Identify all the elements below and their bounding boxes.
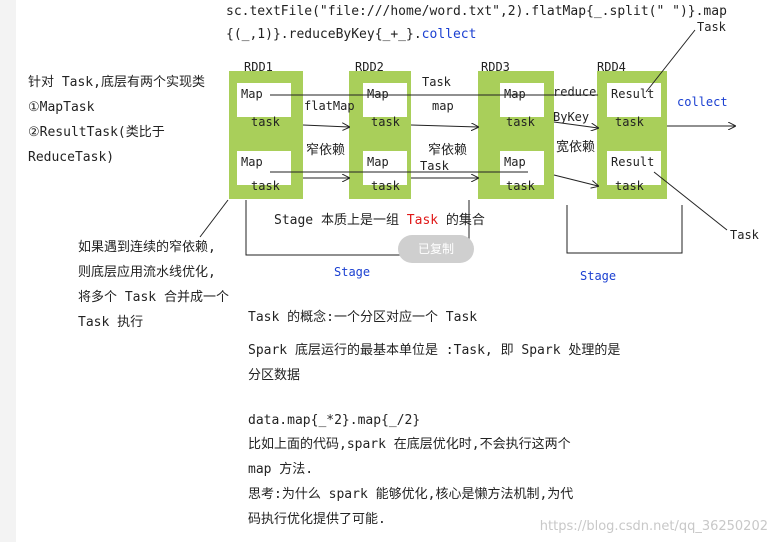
pointer-pipeline-note: [199, 199, 229, 238]
stage-note: Stage 本质上是一组 Task 的集合: [274, 213, 485, 229]
task-sub: task: [371, 115, 400, 129]
edge-reduce-2: ByKey: [553, 110, 590, 124]
left-gutter: [0, 0, 16, 542]
rdd1-block: Map task Map task: [229, 71, 303, 199]
edge-wide: 宽依赖: [556, 140, 596, 155]
rdd4-label: RDD4: [597, 60, 626, 74]
stage-bracket-left: [245, 200, 470, 256]
task-label: Map: [367, 87, 389, 101]
rdd4-block: Result task Result task: [597, 71, 667, 199]
spark-unit-2: 分区数据: [248, 368, 301, 383]
copied-badge: 已复制: [398, 235, 474, 263]
task-label: Map: [504, 155, 526, 169]
task-concept: Task 的概念:一个分区对应一个 Task: [248, 310, 478, 325]
para-2: map 方法.: [248, 462, 314, 477]
code-line-2-prefix: {(_,1)}.reduceByKey{_+_}.: [226, 27, 422, 42]
watermark: https://blog.csdn.net/qq_36250202: [539, 519, 768, 534]
pipeline-note-2: 则底层应用流水线优化,: [78, 265, 216, 280]
task-sub: task: [251, 179, 280, 193]
code-example: data.map{_*2}.map{_/2}: [248, 413, 421, 428]
edge-map: map: [432, 99, 454, 113]
rdd2-label: RDD2: [355, 60, 384, 74]
left-note-item3: ReduceTask): [28, 150, 115, 165]
para-3: 思考:为什么 spark 能够优化,核心是懒方法机制,为代: [248, 487, 574, 502]
rdd4-task-2: Result: [607, 151, 661, 185]
left-note-item2: ②ResultTask(类比于: [28, 125, 165, 140]
arrow-rdd1-rdd2-top: [302, 125, 349, 127]
pointer-task-right-bottom: [653, 171, 728, 231]
task-label: Map: [367, 155, 389, 169]
edge-narrow-1: 窄依赖: [306, 143, 346, 158]
code-line-1: sc.textFile("file:///home/word.txt",2).f…: [226, 4, 727, 19]
left-note-item1: ①MapTask: [28, 100, 95, 115]
task-label: Map: [504, 87, 526, 101]
edge-task-right-bottom: Task: [730, 228, 759, 242]
rdd2-block: Map task Map task: [349, 71, 411, 199]
arrow-rdd3-rdd4-b: [553, 174, 598, 186]
rdd1-task-2: Map: [237, 151, 291, 185]
stage-note-suffix: 的集合: [438, 213, 485, 228]
pipeline-note-4: Task 执行: [78, 315, 144, 330]
para-4: 码执行优化提供了可能.: [248, 512, 386, 527]
arrow-rdd3-rdd4-a: [553, 121, 598, 128]
rdd3-task-2: Map: [500, 151, 544, 185]
task-label: Result: [611, 87, 655, 101]
edge-task-top: Task: [422, 75, 451, 89]
task-label: Result: [611, 155, 655, 169]
task-sub: task: [371, 179, 400, 193]
rdd3-label: RDD3: [481, 60, 510, 74]
task-label: Map: [241, 87, 263, 101]
spark-unit-1: Spark 底层运行的最基本单位是 :Task, 即 Spark 处理的是: [248, 343, 621, 358]
pointer-task-right-top: [645, 29, 696, 93]
task-sub: task: [615, 179, 644, 193]
code-collect: collect: [421, 27, 477, 42]
edge-task-right-top: Task: [697, 20, 726, 34]
stage-bracket-right: [566, 205, 683, 254]
left-note-heading: 针对 Task,底层有两个实现类: [28, 75, 205, 90]
task-sub: task: [506, 179, 535, 193]
arrow-rdd2-rdd3-top: [410, 125, 478, 127]
edge-reduce-1: reduce: [553, 85, 597, 99]
rdd2-task-1: Map: [363, 83, 407, 117]
edge-flatmap: flatMap: [304, 99, 355, 113]
task-label: Map: [241, 155, 263, 169]
rdd1-task-1: Map: [237, 83, 291, 117]
stage-note-task: Task: [406, 213, 439, 228]
edge-collect: collect: [677, 95, 728, 109]
rdd4-task-1: Result: [607, 83, 661, 117]
task-sub: task: [506, 115, 535, 129]
pipeline-note-1: 如果遇到连续的窄依赖,: [78, 240, 216, 255]
rdd3-task-1: Map: [500, 83, 544, 117]
edge-narrow-2: 窄依赖: [428, 143, 468, 158]
edge-task-mid: Task: [420, 159, 449, 173]
code-line-2: {(_,1)}.reduceByKey{_+_}.collect: [226, 27, 476, 43]
rdd2-task-2: Map: [363, 151, 407, 185]
rdd1-label: RDD1: [244, 60, 273, 74]
stage-label-right: Stage: [580, 269, 617, 283]
stage-label-left: Stage: [334, 265, 371, 279]
stage-note-prefix: Stage 本质上是一组: [274, 213, 407, 228]
rdd3-block: Map task Map task: [478, 71, 554, 199]
para-1: 比如上面的代码,spark 在底层优化时,不会执行这两个: [248, 437, 571, 452]
task-sub: task: [251, 115, 280, 129]
pipeline-note-3: 将多个 Task 合并成一个: [78, 290, 229, 305]
task-sub: task: [615, 115, 644, 129]
